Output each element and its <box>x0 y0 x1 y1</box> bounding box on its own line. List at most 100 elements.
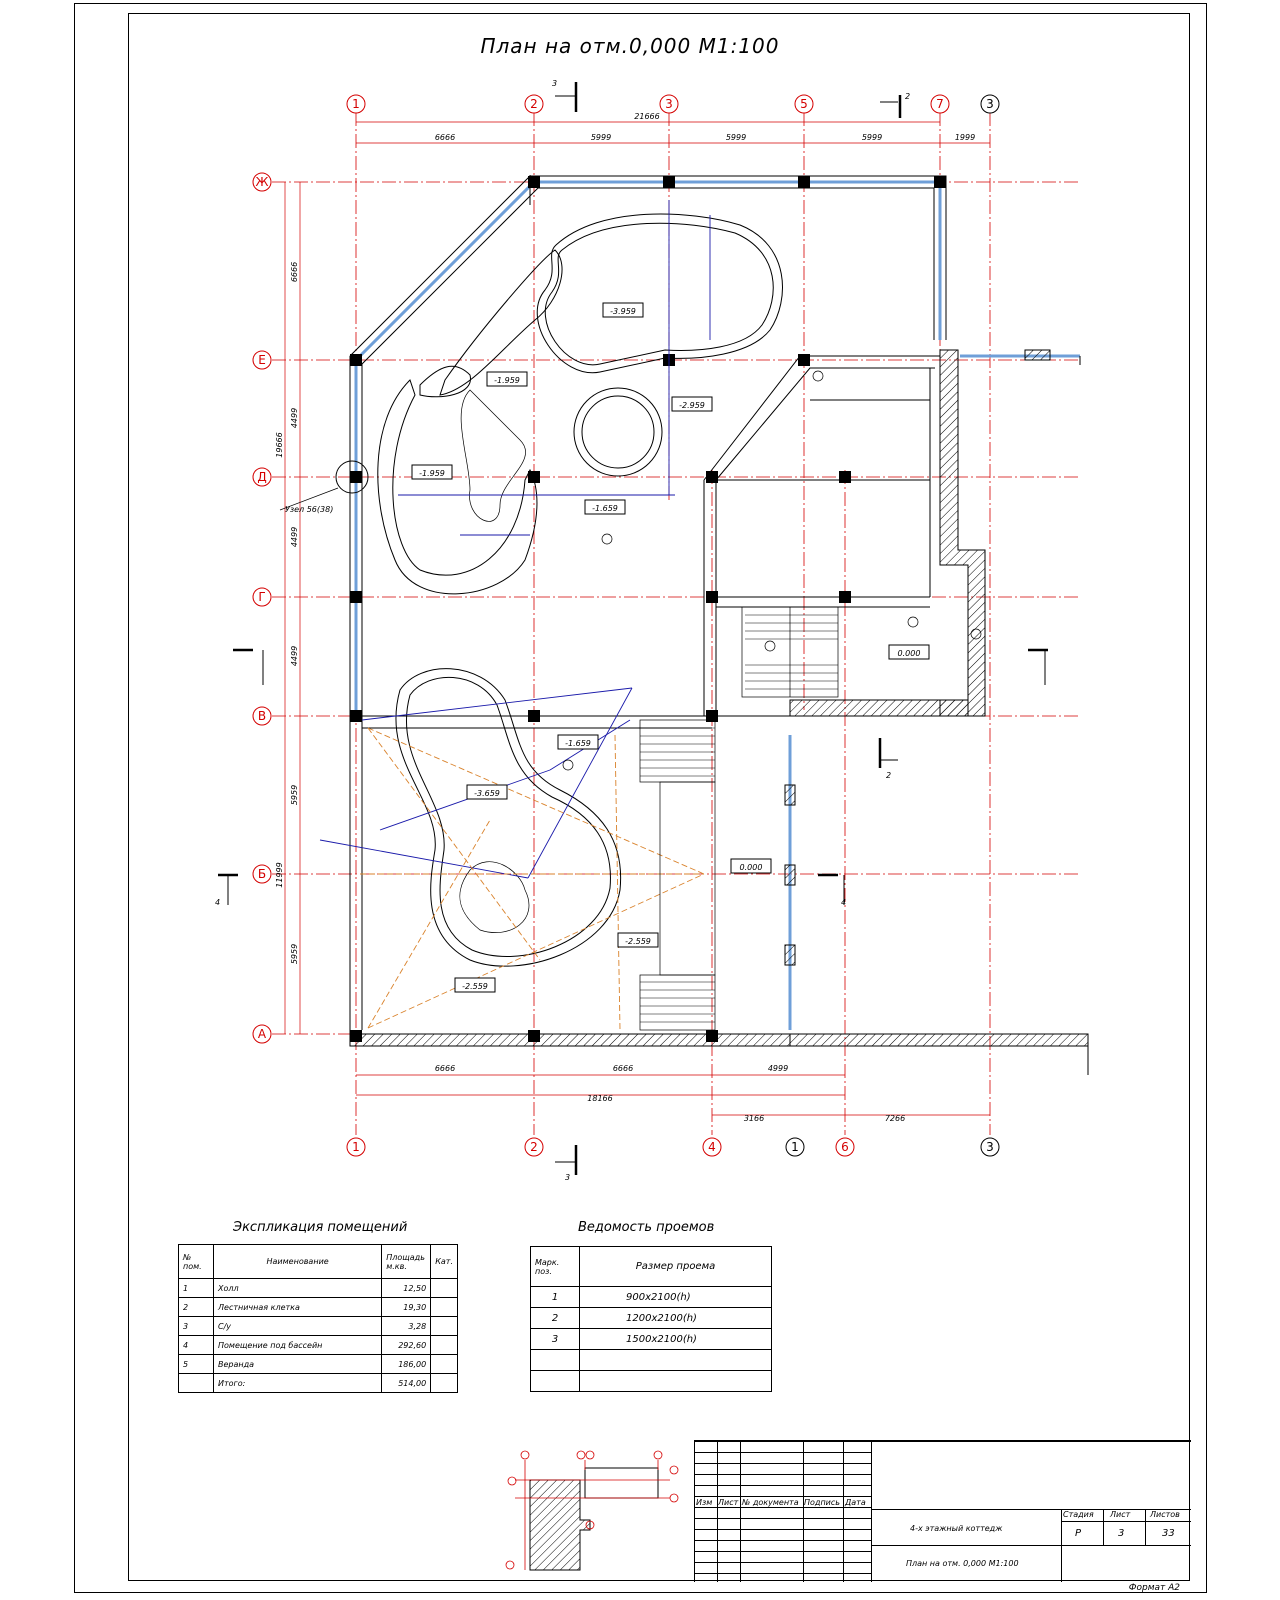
cell: 186,00 <box>381 1354 432 1374</box>
axis-bubbles-top <box>346 94 1000 114</box>
cell <box>430 1373 458 1393</box>
section-2-bottom: 2 <box>886 771 891 780</box>
cell: 3,28 <box>381 1316 432 1336</box>
tb-sheet-name: План на отм. 0,000 М1:100 <box>906 1559 1019 1568</box>
cell: 1500x2100(h) <box>579 1328 772 1350</box>
axis-bottom-2: 2 <box>530 1140 538 1154</box>
node-callout <box>335 460 369 494</box>
tb-line <box>1061 1521 1191 1522</box>
cell: Помещение под бассейн <box>212 1335 383 1355</box>
dimension-lines <box>284 121 990 1116</box>
cell: 5 <box>178 1354 214 1374</box>
section-2-top: 2 <box>905 92 910 101</box>
cell: Холл <box>212 1278 383 1298</box>
axis-left-e: Е <box>258 353 266 367</box>
key-plan-axes <box>505 1450 679 1570</box>
cell: Лестничная клетка <box>212 1297 383 1317</box>
dim-bottom-total: 18166 <box>587 1094 612 1103</box>
dim-left-total: 19666 <box>275 432 284 457</box>
dim-top-2: 5999 <box>591 133 611 142</box>
cell: 3 <box>530 1328 580 1350</box>
cell <box>430 1354 458 1374</box>
tb-line <box>695 1562 871 1563</box>
cell <box>430 1278 458 1298</box>
dim-bottom-2: 6666 <box>613 1064 633 1073</box>
room-markers <box>562 370 982 771</box>
tb-date: Дата <box>845 1498 866 1507</box>
tb-col <box>871 1441 872 1582</box>
tb-col <box>1103 1509 1104 1545</box>
openings-header-mark: Марк. поз. <box>530 1246 580 1287</box>
pool-lower <box>395 668 622 967</box>
tb-sheet: 3 <box>1118 1528 1125 1539</box>
openings-header-size: Размер проема <box>579 1246 772 1287</box>
room-header-cat: Кат. <box>430 1244 458 1279</box>
room-header-area: Площадь м.кв. <box>381 1244 432 1279</box>
cell <box>430 1316 458 1336</box>
tb-line <box>695 1507 871 1508</box>
tb-line <box>695 1463 871 1464</box>
tb-line <box>695 1540 871 1541</box>
tb-col <box>803 1441 804 1582</box>
tb-line <box>695 1529 871 1530</box>
cell: 19,30 <box>381 1297 432 1317</box>
cell: 12,50 <box>381 1278 432 1298</box>
cell <box>430 1335 458 1355</box>
level-11: 0.000 <box>740 863 763 872</box>
cell <box>178 1373 214 1393</box>
tb-list: Лист <box>718 1498 739 1507</box>
level-1: -3.959 <box>610 307 636 316</box>
format-label: Формат А2 <box>1128 1583 1180 1593</box>
key-plan <box>529 1467 659 1571</box>
cell: С/у <box>212 1316 383 1336</box>
columns <box>350 176 946 1042</box>
tb-line <box>695 1452 871 1453</box>
level-9: -2.559 <box>462 982 488 991</box>
tb-line <box>871 1509 1191 1510</box>
room-header-name: Наименование <box>212 1244 383 1279</box>
tb-stage-hdr: Стадия <box>1063 1510 1094 1519</box>
cell: 1 <box>530 1286 580 1308</box>
axis-bottom-6: 6 <box>841 1140 849 1154</box>
section-3-bottom: 3 <box>565 1173 570 1182</box>
axis-bottom-1b: 1 <box>791 1140 799 1154</box>
axis-grid <box>272 112 1080 1135</box>
level-5: -1.659 <box>592 504 618 513</box>
tb-col <box>740 1441 741 1582</box>
tb-izm: Изм <box>696 1498 713 1507</box>
plan-title: План на отм.0,000 М1:100 <box>480 34 780 58</box>
dim-top-4: 5999 <box>862 133 882 142</box>
node-label: Узел 56(38) <box>285 505 333 514</box>
axis-left-b: Б <box>258 867 266 881</box>
axis-bubbles-left <box>252 172 272 1044</box>
stair-treads <box>640 614 838 1023</box>
cell: 1200x2100(h) <box>579 1307 772 1329</box>
dim-left-5: 5959 <box>290 785 299 805</box>
dim-top-5: 1999 <box>955 133 975 142</box>
dim-bottom-1: 6666 <box>435 1064 455 1073</box>
cell: 2 <box>178 1297 214 1317</box>
tb-line <box>695 1551 871 1552</box>
tb-project: 4-х этажный коттедж <box>910 1524 1003 1533</box>
cell: 1 <box>178 1278 214 1298</box>
hatched-walls <box>349 349 1089 1047</box>
dim-left-1: 6666 <box>290 262 299 282</box>
cell: 292,60 <box>381 1335 432 1355</box>
axis-top-1: 1 <box>352 97 360 111</box>
tb-col <box>1061 1509 1062 1582</box>
stairs <box>639 606 839 1031</box>
dim-top-1: 6666 <box>435 133 455 142</box>
blue-lines <box>319 200 711 879</box>
section-4-right: 4 <box>841 898 846 907</box>
cell: 514,00 <box>381 1373 432 1393</box>
dim-bottom2-1: 3166 <box>744 1114 764 1123</box>
section-marks <box>218 82 1048 1175</box>
level-boxes <box>411 302 930 993</box>
pool-upper <box>377 213 783 595</box>
